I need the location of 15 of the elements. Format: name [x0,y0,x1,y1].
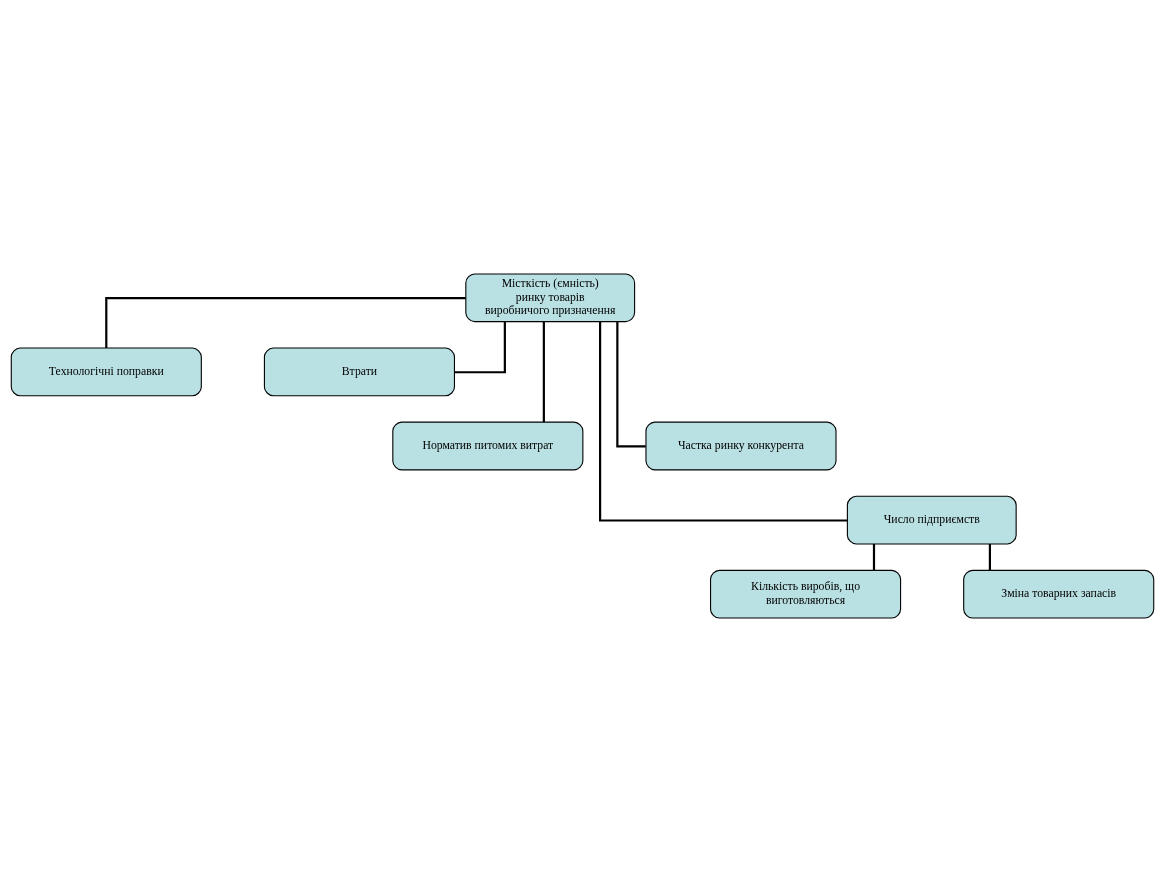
node-box: Норматив питомих витрат [392,421,584,470]
connector [872,543,876,570]
node-box: Зміна товарних запасів [963,569,1155,619]
connector [616,321,646,447]
node-box: Втрати [263,347,455,396]
connector [988,543,991,570]
node-box: Технологічні поправки [10,347,202,396]
connector [105,296,466,348]
node-box: Число підприємств [846,495,1017,544]
node-box: Місткість (ємність) ринку товарів виробничого призначення [465,272,636,322]
connector [454,321,506,373]
node-box: Частка ринку конкурента [645,421,837,470]
connector [599,321,848,522]
connector [542,321,545,422]
node-box: Кількість виробів, що виготовляються [710,569,902,619]
